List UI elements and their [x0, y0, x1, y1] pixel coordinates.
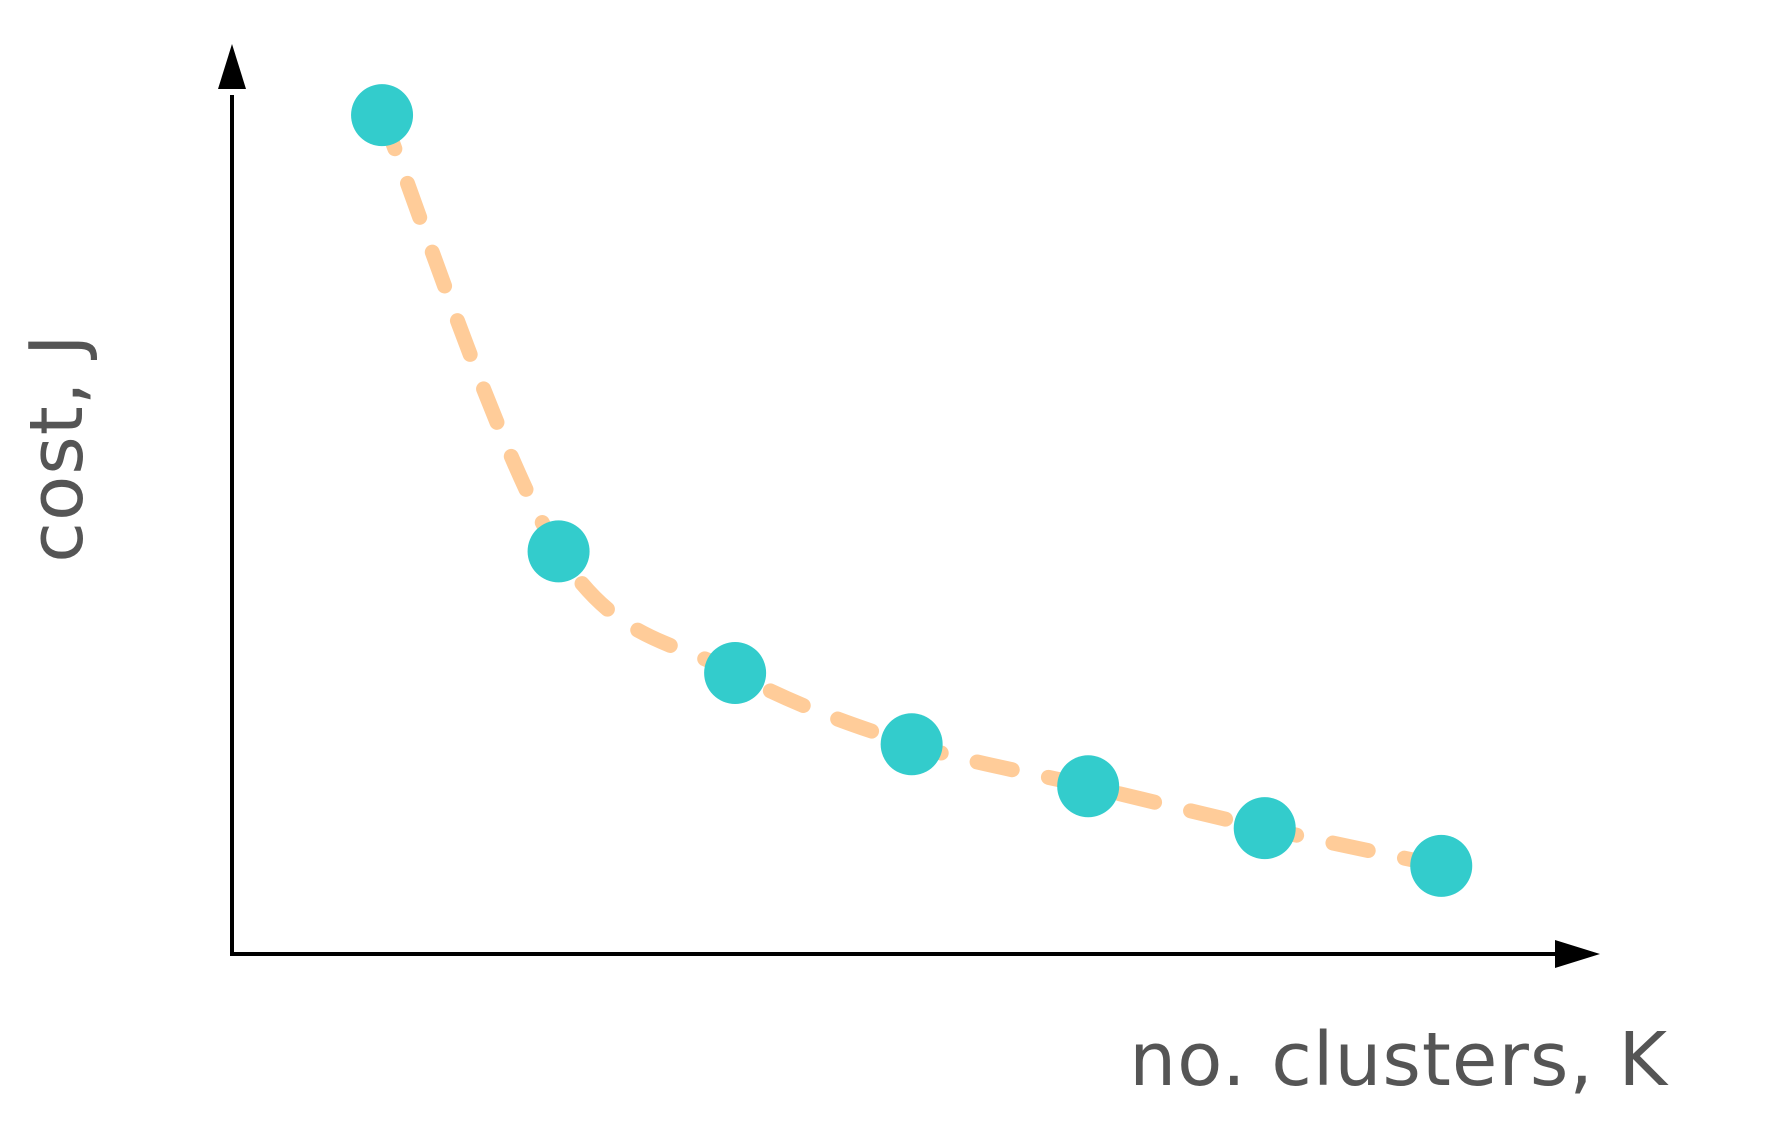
data-point-7 [1410, 834, 1473, 897]
data-point-1 [351, 84, 414, 147]
x-axis-arrow [1555, 940, 1600, 968]
data-point-2 [527, 520, 590, 583]
y-axis-label: cost, J [14, 333, 100, 562]
axes [218, 44, 1600, 968]
data-point-5 [1057, 755, 1120, 818]
data-point-4 [880, 713, 943, 776]
y-axis-arrow [218, 44, 246, 89]
plot-points [351, 84, 1473, 897]
data-point-6 [1233, 797, 1296, 860]
data-point-3 [704, 641, 767, 704]
x-axis-label: no. clusters, K [1129, 1017, 1669, 1103]
